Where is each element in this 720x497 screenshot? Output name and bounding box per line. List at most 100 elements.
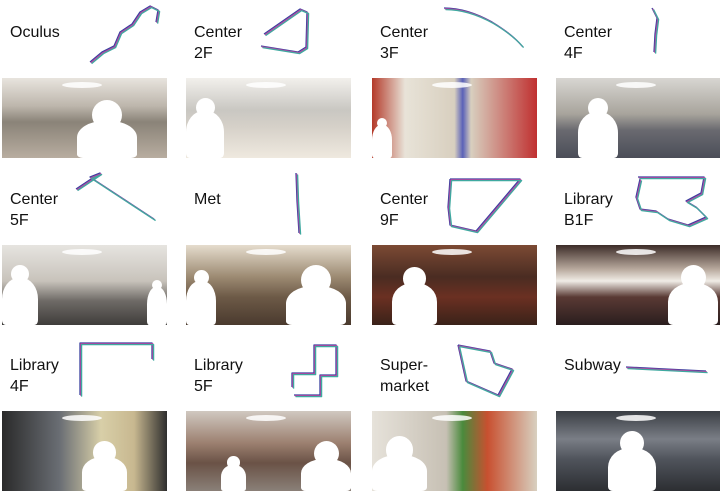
scene-label: Oculus (10, 24, 60, 41)
trajectory-area: Subway (556, 333, 720, 411)
panorama-image (186, 245, 351, 325)
trajectory-area: Super- market (372, 333, 537, 411)
trajectory-line (448, 179, 523, 234)
trajectory-line (79, 342, 153, 395)
trajectory-area: Library 4F (2, 333, 167, 411)
masked-person-body (286, 286, 346, 325)
masked-person-body (221, 465, 246, 491)
trajectory-line (261, 9, 309, 54)
trajectory-line (89, 5, 159, 63)
trajectory-line (291, 344, 337, 396)
trajectory-plot (443, 7, 525, 49)
trajectory-line (636, 177, 708, 227)
trajectory-line (77, 173, 156, 222)
scene-panel: Met (186, 167, 351, 325)
masked-person-body (186, 111, 224, 158)
ceiling-light (616, 249, 656, 255)
scene-panel: Center 3F (372, 0, 537, 158)
trajectory-line (626, 367, 707, 373)
trajectory-plot (447, 178, 523, 234)
trajectory-line (653, 9, 660, 54)
panorama-image (186, 78, 351, 158)
trajectory-plot (651, 7, 660, 54)
trajectory-line (80, 343, 154, 396)
trajectory-line (296, 173, 301, 234)
scene-label: Center 5F (10, 191, 59, 229)
panorama-image (556, 245, 720, 325)
trajectory-line (295, 172, 300, 234)
scene-label: Center 9F (380, 191, 429, 229)
trajectory-line (260, 8, 308, 53)
trajectory-line (90, 6, 160, 64)
scene-label: Library B1F (564, 191, 613, 229)
ceiling-light (246, 82, 286, 88)
scene-label: Met (194, 191, 221, 208)
trajectory-area: Library B1F (556, 167, 720, 245)
trajectory-line (292, 345, 338, 397)
trajectory-line (445, 8, 525, 49)
scene-label: Library 4F (10, 357, 59, 395)
scene-label: Center 2F (194, 24, 243, 62)
trajectory-plot (89, 5, 161, 65)
ceiling-light (432, 82, 472, 88)
scene-label: Super- market (380, 357, 429, 395)
panorama-image (186, 411, 351, 491)
trajectory-plot (79, 342, 155, 397)
panorama-image (556, 411, 720, 491)
trajectory-area: Center 3F (372, 0, 537, 78)
masked-person-body (372, 455, 427, 491)
scene-panel: Super- market (372, 333, 537, 491)
ceiling-light (62, 415, 102, 421)
masked-person-body (578, 112, 618, 158)
masked-person-head (377, 118, 387, 128)
scene-label: Subway (564, 357, 621, 374)
ceiling-light (616, 415, 656, 421)
trajectory-plot (635, 176, 709, 228)
scene-panel: Oculus (2, 0, 167, 158)
masked-person-head (152, 280, 162, 290)
scene-panel: Library 5F (186, 333, 351, 491)
trajectory-line (296, 174, 302, 235)
trajectory-line (91, 6, 161, 65)
scene-panel: Center 5F (2, 167, 167, 325)
trajectory-line (458, 345, 515, 398)
trajectory-plot (295, 172, 302, 235)
masked-person-body (392, 283, 437, 325)
trajectory-plot (457, 344, 515, 398)
trajectory-line (635, 176, 707, 226)
trajectory-area: Oculus (2, 0, 167, 78)
masked-person-body (82, 457, 127, 491)
trajectory-line (292, 345, 339, 398)
scene-label: Center 4F (564, 24, 613, 62)
panorama-image (556, 78, 720, 158)
trajectory-area: Center 4F (556, 0, 720, 78)
ceiling-light (616, 82, 656, 88)
masked-person-body (608, 448, 656, 491)
trajectory-area: Library 5F (186, 333, 351, 411)
panorama-image (372, 78, 537, 158)
trajectory-area: Center 2F (186, 0, 351, 78)
trajectory-plot (291, 344, 339, 398)
ceiling-light (246, 415, 286, 421)
panorama-image (2, 245, 167, 325)
ceiling-light (432, 249, 472, 255)
ceiling-light (432, 415, 472, 421)
trajectory-line (625, 366, 707, 372)
panorama-image (372, 245, 537, 325)
panorama-image (372, 411, 537, 491)
masked-person-body (77, 121, 137, 158)
scene-label: Library 5F (194, 357, 243, 395)
trajectory-line (444, 8, 524, 48)
panorama-image (2, 78, 167, 158)
ceiling-light (62, 82, 102, 88)
scene-panel: Center 4F (556, 0, 720, 158)
ceiling-light (62, 249, 102, 255)
trajectory-plot (625, 366, 708, 374)
panorama-image (2, 411, 167, 491)
trajectory-plot (260, 8, 310, 55)
masked-person-body (301, 459, 351, 491)
trajectory-line (443, 7, 523, 47)
trajectory-line (262, 9, 310, 55)
trajectory-area: Met (186, 167, 351, 245)
